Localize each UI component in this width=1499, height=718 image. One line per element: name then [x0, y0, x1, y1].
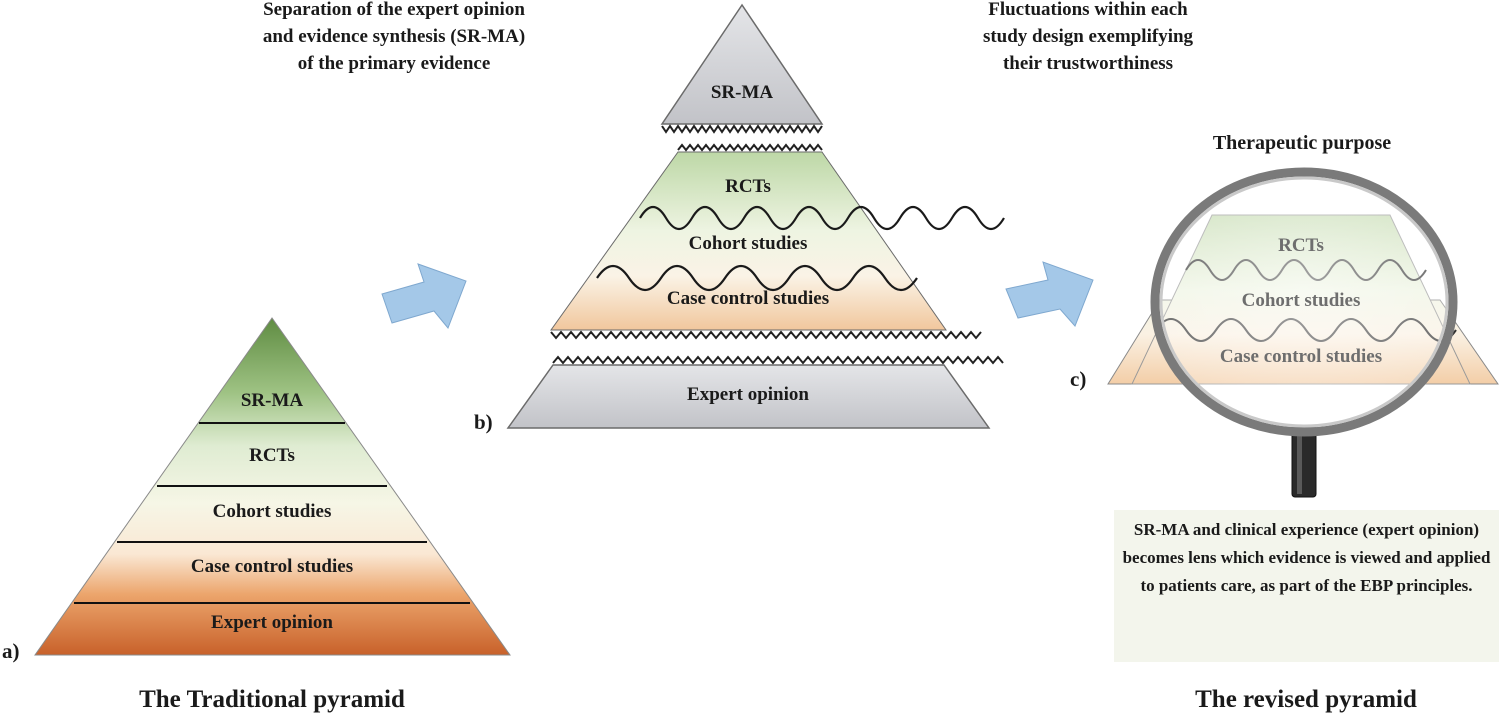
- lens-explanation-note: SR-MA and clinical experience (expert op…: [1114, 510, 1499, 662]
- pyramid-b-level-2: Cohort studies: [688, 233, 808, 254]
- pyramid-c-level-1: RCTs: [1278, 235, 1324, 256]
- pyramid-a-title: The Traditional pyramid: [139, 686, 405, 713]
- caption-left-line-1: Separation of the expert opinion: [263, 0, 525, 20]
- caption-right-line-1: Fluctuations within each: [988, 0, 1188, 20]
- pyramid-b-level-1: RCTs: [725, 176, 771, 197]
- pyramid-a-level-3: Cohort studies: [212, 501, 332, 522]
- pyramid-b-base-zigzag: [552, 355, 1004, 365]
- pyramid-a-level-5: Expert opinion: [211, 612, 333, 633]
- caption-right-line-2: study design exemplifying: [982, 26, 1194, 47]
- magnifier-handle-highlight: [1297, 428, 1302, 494]
- caption-left-line-2: and evidence synthesis (SR-MA): [262, 26, 526, 47]
- pyramid-c-heading: Therapeutic purpose: [1212, 132, 1392, 154]
- pyramid-c: [1107, 167, 1499, 498]
- pyramid-a-tag: a): [2, 639, 20, 663]
- arrow-right-icon-2: [1005, 261, 1094, 327]
- pyramid-c-tag: c): [1070, 367, 1087, 391]
- pyramid-c-level-2: Cohort studies: [1241, 290, 1361, 311]
- pyramid-b-base-band: [506, 364, 991, 429]
- pyramid-b-level-3: Case control studies: [666, 288, 830, 309]
- pyramid-c-level-3: Case control studies: [1219, 346, 1383, 367]
- pyramid-b-top-triangle: [660, 3, 824, 125]
- pyramid-b-wave-2: [596, 264, 918, 292]
- pyramid-b-top-label: SR-MA: [710, 82, 774, 103]
- magnifier-ring-highlight: [1159, 176, 1449, 428]
- pyramid-a-level-4: Case control studies: [190, 556, 354, 577]
- magnifier-ring: [1150, 167, 1458, 437]
- caption-right-line-3: their trustworthiness: [1002, 53, 1174, 74]
- caption-left-line-3: of the primary evidence: [297, 53, 491, 74]
- pyramid-c-title: The revised pyramid: [1195, 686, 1417, 713]
- pyramid-b-base-label: Expert opinion: [687, 384, 809, 405]
- pyramid-a: [34, 317, 511, 656]
- pyramid-b-middle-zigzag-top: [677, 143, 823, 152]
- pyramid-a-level-1: SR-MA: [240, 390, 304, 411]
- magnifier-lens-icon: [1155, 172, 1453, 432]
- pyramid-b: [506, 3, 1005, 429]
- pyramid-b-wave-1: [639, 205, 1005, 231]
- pyramid-b-middle-zigzag-bottom: [550, 330, 982, 340]
- pyramid-a-level-2: RCTs: [249, 445, 295, 466]
- arrow-right-icon: [381, 263, 467, 329]
- pyramid-b-tag: b): [474, 410, 493, 434]
- pyramid-b-top-zigzag: [661, 124, 823, 134]
